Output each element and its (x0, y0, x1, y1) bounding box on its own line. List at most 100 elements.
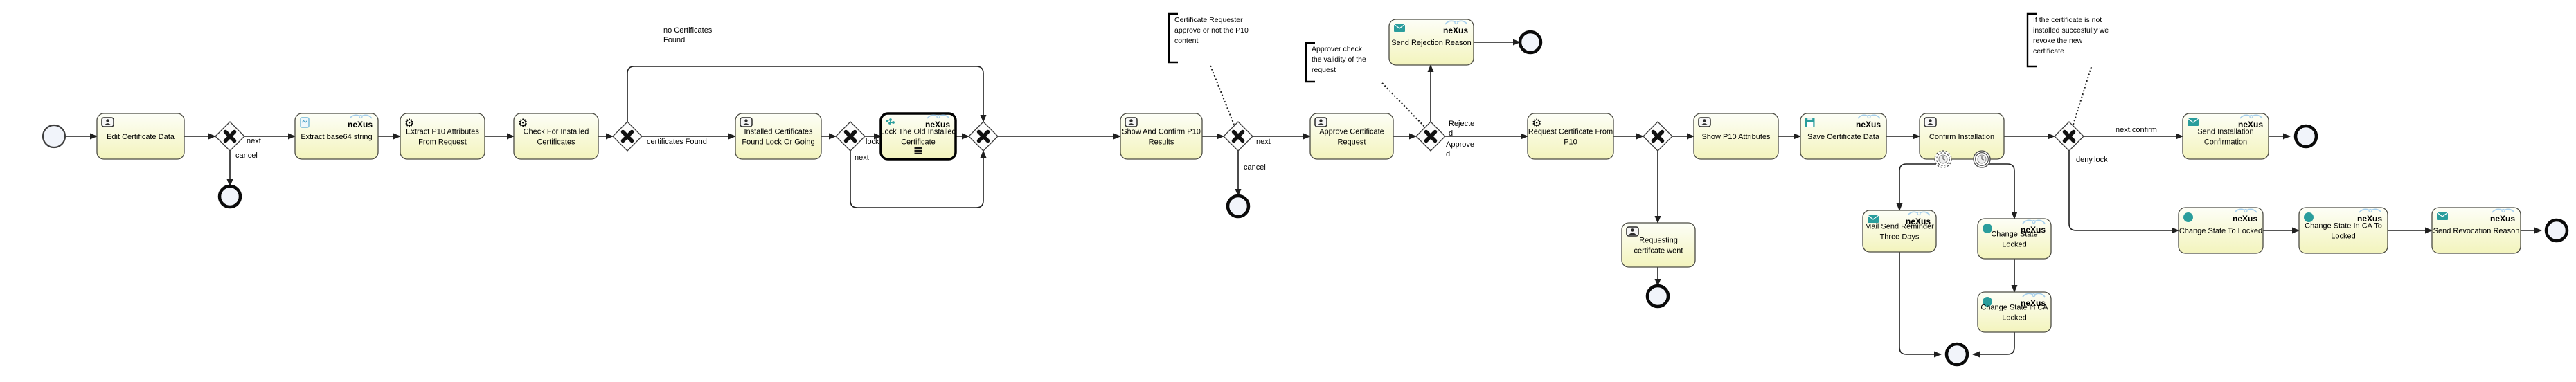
svg-text:neXus: neXus (925, 120, 950, 129)
annotation-note-certificate-requester: Certificate Requester approve or not the … (1168, 12, 1249, 64)
task-label: Show P10 Attributes (1701, 133, 1771, 141)
end-event-end-cancel-p10[interactable] (1226, 194, 1251, 219)
task-show-p10-attributes[interactable]: Show P10 Attributes (1693, 113, 1779, 160)
state-circle-icon (2183, 212, 2193, 222)
end-event-end-cancel-edit[interactable] (217, 184, 242, 209)
end-event-end-reminder[interactable] (1944, 342, 1969, 367)
gateway-gw-lock-next[interactable] (835, 121, 866, 152)
annotation-line: Certificate Requester (1174, 16, 1243, 24)
task-label: Send Rejection Reason (1391, 39, 1472, 47)
gateway-gw-certificates-found[interactable] (612, 121, 643, 152)
gateway-gw-confirm-deny[interactable] (2054, 121, 2084, 152)
end-event-end-revocation[interactable] (2544, 218, 2569, 243)
flow-gw3-lock: lock (865, 133, 882, 146)
gateway-gw-merge-lock[interactable] (968, 121, 999, 152)
end-event-end-rejection[interactable] (1518, 30, 1543, 55)
flow-label: d (1449, 129, 1453, 138)
flow-label: Rejecte (1449, 120, 1474, 128)
nexus-logo: neXus (2233, 208, 2257, 224)
svg-text:neXus: neXus (2233, 214, 2257, 224)
end-event-end-installation[interactable] (2293, 124, 2318, 149)
user-icon (1314, 117, 1327, 127)
end-event-end-requesting[interactable] (1645, 284, 1670, 309)
svg-text:neXus: neXus (1906, 217, 1931, 226)
flow-label: next (1256, 138, 1271, 146)
user-icon (740, 117, 753, 127)
task-confirm-installation[interactable]: Confirm Installation (1919, 113, 2005, 160)
svg-text:neXus: neXus (348, 120, 373, 129)
molecule-icon (886, 118, 895, 125)
user-icon (1626, 226, 1639, 237)
envelope-icon (2187, 118, 2199, 126)
flow-label: d (1446, 150, 1450, 158)
flow-label: lock (866, 138, 879, 146)
task-label: Save Certificate Data (1807, 133, 1880, 141)
state-circle-icon (2304, 212, 2314, 222)
xor-x-icon (223, 129, 237, 143)
annotation-line: request (1312, 66, 1336, 74)
xor-x-icon (843, 129, 857, 143)
flow-label: no Certificates (663, 26, 713, 35)
flow-gw5-cancel: cancel (1235, 151, 1266, 197)
envelope-icon (1867, 215, 1879, 223)
gear-icon: ⚙ (518, 116, 528, 129)
flow-mail-to-end (1899, 252, 1942, 358)
gear-icon: ⚙ (1532, 116, 1541, 129)
flow-label: cancel (235, 152, 258, 160)
flow-gw5-next: next (1253, 133, 1311, 146)
task-edit-certificate-data[interactable]: Edit Certificate Data (96, 113, 185, 160)
boundary-timer-timer-reminder-non-interrupting[interactable] (1934, 150, 1952, 168)
flow-label: Approve (1446, 140, 1474, 149)
xor-x-icon (2062, 129, 2076, 143)
svg-text:neXus: neXus (2490, 214, 2515, 224)
gateway-gw-after-request[interactable] (1643, 121, 1673, 152)
annotation-line: the validity of the (1312, 55, 1366, 64)
flow-label: next.confirm (2116, 126, 2157, 134)
gateway-gw-approved-rejected[interactable] (1415, 121, 1446, 152)
annotation-line: approve or not the P10 (1174, 26, 1249, 35)
flow-gw1-cancel: cancel (226, 151, 258, 187)
boundary-timer-timer-lock-interrupting[interactable] (1973, 150, 1991, 168)
flow-label: deny.lock (2076, 156, 2108, 164)
svg-text:neXus: neXus (2021, 225, 2046, 235)
gateway-gw-edit-next-cancel[interactable] (215, 121, 245, 152)
start-event-start[interactable] (42, 124, 66, 149)
nexus-logo: neXus (2357, 208, 2382, 224)
flow-gw8-next-confirm: next.confirm (2084, 126, 2183, 140)
xor-x-icon (1231, 129, 1245, 143)
flow-assoc-requester-note (1210, 65, 1235, 125)
envelope-icon (2436, 212, 2449, 220)
gateway-gw-p10-next-cancel[interactable] (1223, 121, 1253, 152)
